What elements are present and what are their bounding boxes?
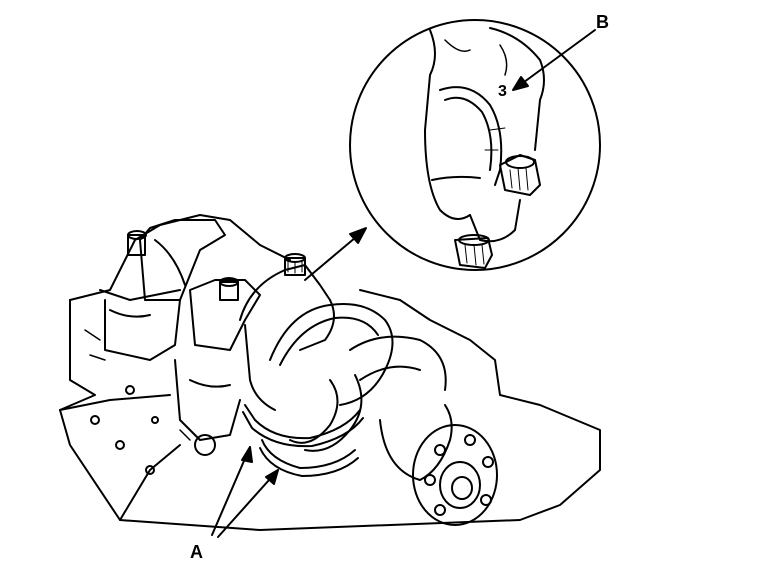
crankshaft xyxy=(269,303,498,526)
main-bearing-cap-middle xyxy=(174,277,261,456)
callout-a: A xyxy=(190,446,279,562)
part-number-mark: 3 xyxy=(498,83,507,100)
detail-magnified-view: 3 xyxy=(349,19,601,271)
callout-a-label: A xyxy=(190,542,203,562)
engine-block xyxy=(59,214,601,531)
callout-b: B xyxy=(512,12,609,91)
connecting-rod-cap xyxy=(239,253,335,411)
main-bearing-cap-rear xyxy=(104,219,226,361)
detail-pointer-arrow xyxy=(304,227,367,281)
bearing-halves xyxy=(242,404,364,477)
callout-b-label: B xyxy=(596,12,609,32)
